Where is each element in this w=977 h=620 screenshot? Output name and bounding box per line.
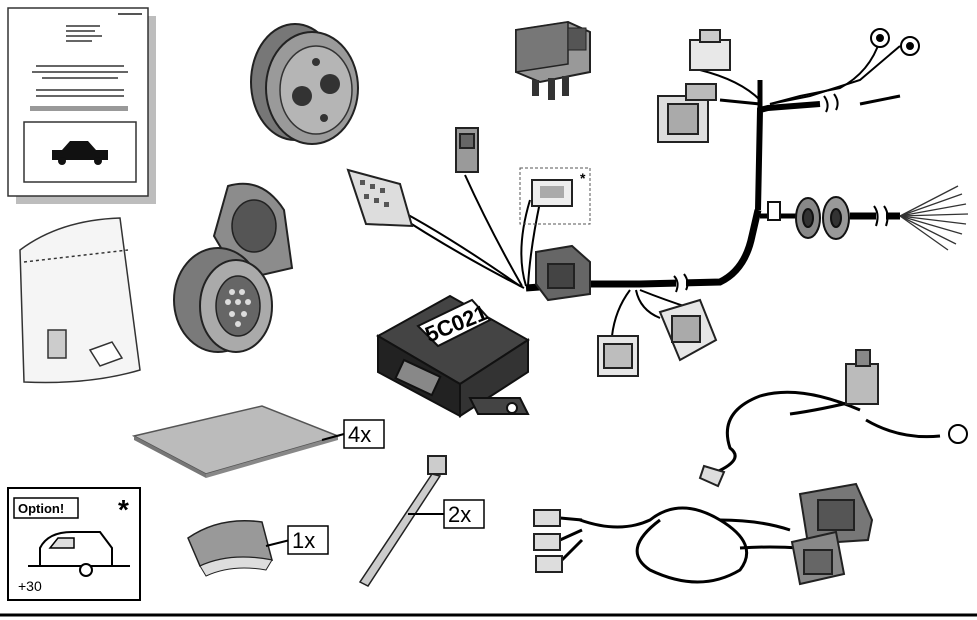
cable-tie [358, 455, 447, 587]
caravan-icon [28, 531, 130, 577]
instruction-manual [7, 7, 156, 204]
tape-quantity: 1x [292, 528, 316, 553]
tie-quantity: 2x [448, 502, 472, 527]
optional-marker: * [580, 170, 586, 186]
loose-wire-ends [899, 185, 969, 251]
option-box [7, 487, 141, 601]
rubber-grommet [250, 23, 359, 145]
vehicle-socket-connector [346, 127, 479, 228]
relay [515, 20, 591, 100]
flat-terminals [533, 509, 563, 573]
ground-lead-connector [698, 349, 879, 488]
parts-bag [19, 217, 141, 384]
optional-connector [519, 167, 591, 225]
option-value: +30 [18, 578, 42, 594]
split-connectors [597, 298, 718, 377]
car-icon [52, 141, 108, 165]
junction-connector [535, 244, 591, 302]
13-pin-socket [173, 182, 294, 353]
double-sided-tape [187, 519, 291, 577]
cable-break-marks [673, 93, 889, 293]
main-harness [379, 39, 901, 337]
vehicle-connector-top [657, 29, 731, 143]
control-module [375, 294, 530, 418]
ground-lead [711, 390, 968, 476]
option-star: * [118, 494, 129, 525]
pad-quantity: 4x [348, 422, 372, 447]
adapter-loom [558, 506, 801, 584]
harness-grommets [767, 196, 850, 240]
ring-terminals [870, 28, 920, 56]
adapter-connectors [790, 482, 874, 586]
option-title: Option! [18, 501, 65, 516]
adhesive-pads [131, 405, 345, 478]
